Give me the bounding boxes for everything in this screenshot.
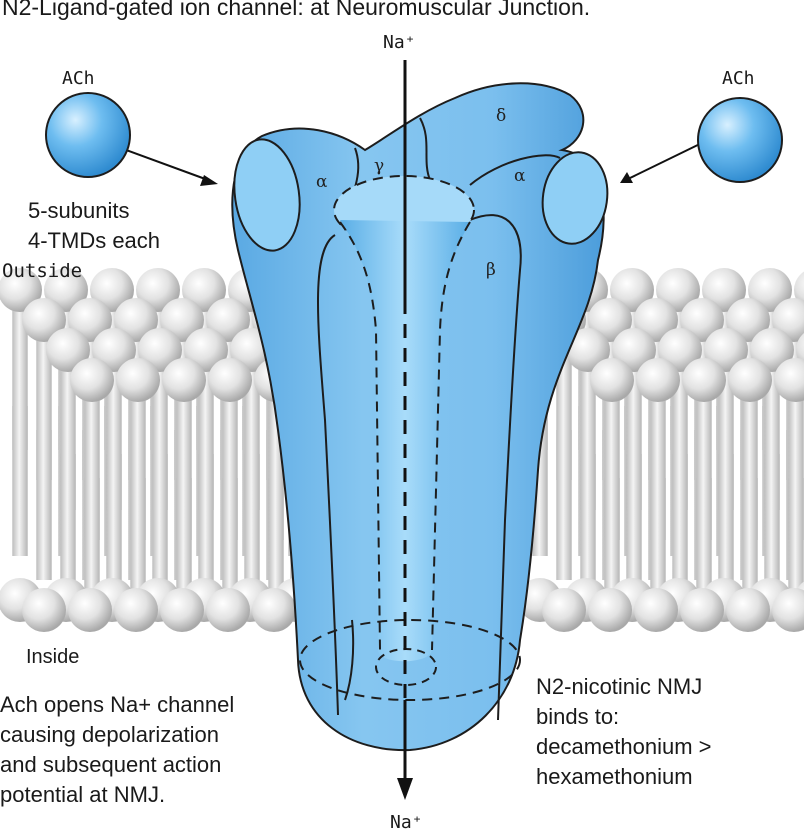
binding-line-3: decamethonium > xyxy=(536,734,712,759)
alpha-left-site xyxy=(233,138,301,252)
lipid-head xyxy=(590,358,634,402)
lipid-head xyxy=(206,588,250,632)
lipid-tail xyxy=(198,454,214,604)
subunits-line-1: 5-subunits xyxy=(28,198,130,223)
lipid-head xyxy=(68,588,112,632)
lipid-head xyxy=(0,268,42,312)
mechanism-line-3: and subsequent action xyxy=(0,752,222,777)
lipid-head xyxy=(208,358,252,402)
lipid-head xyxy=(682,358,726,402)
mechanism-line-2: causing depolarization xyxy=(0,722,219,747)
subunits-note: 5-subunits 4-TMDs each xyxy=(28,196,160,256)
lipid-tail xyxy=(36,430,52,580)
ion-label-top: Na⁺ xyxy=(383,32,416,53)
lipid-tail xyxy=(718,454,734,604)
ach-ligand-left xyxy=(45,92,131,178)
lipid-tail xyxy=(672,454,688,604)
ach-label-right: ACh xyxy=(722,68,755,89)
binding-note: N2-nicotinic NMJ binds to: decamethonium… xyxy=(536,672,712,792)
lipid-tail xyxy=(580,454,596,604)
subunit-gamma: γ xyxy=(374,156,385,176)
pore xyxy=(340,220,470,662)
lipid-head xyxy=(22,588,66,632)
ach-label-left: ACh xyxy=(62,68,95,89)
lipid-head xyxy=(726,588,770,632)
lipid-tail xyxy=(556,430,572,580)
lipid-tail xyxy=(764,454,780,604)
lipid-head xyxy=(46,328,90,372)
lipid-tail xyxy=(106,454,122,604)
mechanism-note: Ach opens Na+ channel causing depolariza… xyxy=(0,690,234,810)
ach-ligand-right xyxy=(697,97,783,183)
ligand-arrow-right xyxy=(620,139,709,183)
ligand-arrow-left xyxy=(117,146,218,186)
lipid-head xyxy=(160,588,204,632)
subunit-delta: δ xyxy=(496,106,507,126)
lipid-head xyxy=(22,298,66,342)
mechanism-line-1: Ach opens Na+ channel xyxy=(0,692,235,717)
lipid-head xyxy=(774,358,804,402)
binding-line-2: binds to: xyxy=(536,704,620,729)
lipid-bilayer-left xyxy=(0,268,300,632)
lipid-tail xyxy=(626,454,642,604)
subunits-line-2: 4-TMDs each xyxy=(28,228,161,253)
subunit-alpha-left: α xyxy=(316,172,328,192)
mechanism-line-4: potential at NMJ. xyxy=(0,782,166,807)
lipid-head xyxy=(162,358,206,402)
lipid-head xyxy=(542,588,586,632)
inside-label: Inside xyxy=(26,646,80,668)
lipid-head xyxy=(252,588,296,632)
lipid-head xyxy=(70,358,114,402)
lipid-tail xyxy=(244,454,260,604)
ion-flow-arrow xyxy=(397,60,413,800)
binding-line-4: hexamethonium xyxy=(536,764,693,789)
lipid-head xyxy=(634,588,678,632)
binding-line-1: N2-nicotinic NMJ xyxy=(536,674,703,699)
lipid-head xyxy=(680,588,724,632)
lipid-head xyxy=(588,588,632,632)
alpha-right-site xyxy=(541,151,609,245)
outside-label: Outside xyxy=(2,260,83,282)
lipid-head xyxy=(114,588,158,632)
ion-channel xyxy=(231,82,609,752)
diagram-title: N2-Ligand-gated ion channel: at Neuromus… xyxy=(2,0,591,20)
lipid-head xyxy=(566,328,610,372)
ion-label-bottom: Na⁺ xyxy=(390,812,423,833)
subunit-beta: β xyxy=(486,260,496,280)
lipid-head xyxy=(772,588,804,632)
subunit-alpha-right: α xyxy=(514,166,526,186)
lipid-head xyxy=(116,358,160,402)
lipid-head xyxy=(636,358,680,402)
lipid-tail xyxy=(152,454,168,604)
lipid-tail xyxy=(60,454,76,604)
lipid-tail xyxy=(12,406,28,556)
lipid-head xyxy=(728,358,772,402)
